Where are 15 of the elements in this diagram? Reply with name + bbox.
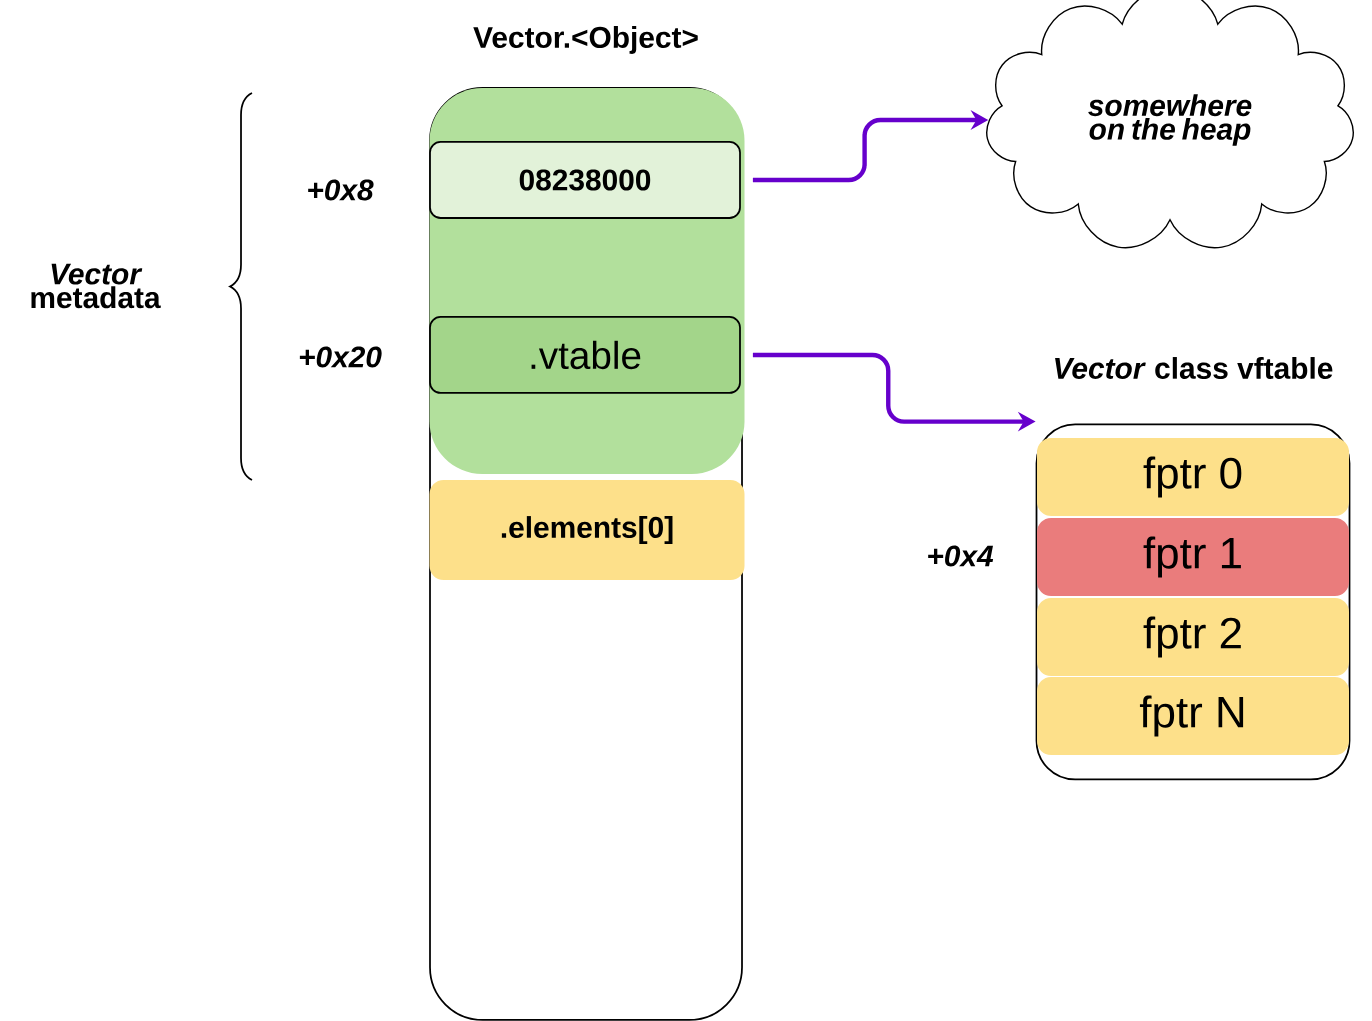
vftable-row: fptr 0 (1037, 438, 1349, 516)
vftable-row: fptr 2 (1037, 598, 1349, 676)
offset-label: +0x4 (928, 545, 994, 567)
node-label: fptr 2 (1143, 616, 1241, 658)
group-label: Vector metadata (31, 263, 161, 309)
field-box: .vtable (429, 316, 741, 394)
vftable-row: fptr N (1037, 677, 1349, 755)
heading: Vector class vftable (1055, 357, 1333, 379)
node-label: fptr N (1139, 695, 1244, 737)
heading: Vector.<Object> (473, 26, 698, 54)
element-box: .elements[0] (429, 480, 745, 580)
vftable-row: fptr 1 (1037, 518, 1349, 596)
offset-label: +0x8 (308, 179, 374, 201)
offset-label: +0x20 (299, 346, 382, 368)
field-box: 08238000 (429, 141, 741, 219)
